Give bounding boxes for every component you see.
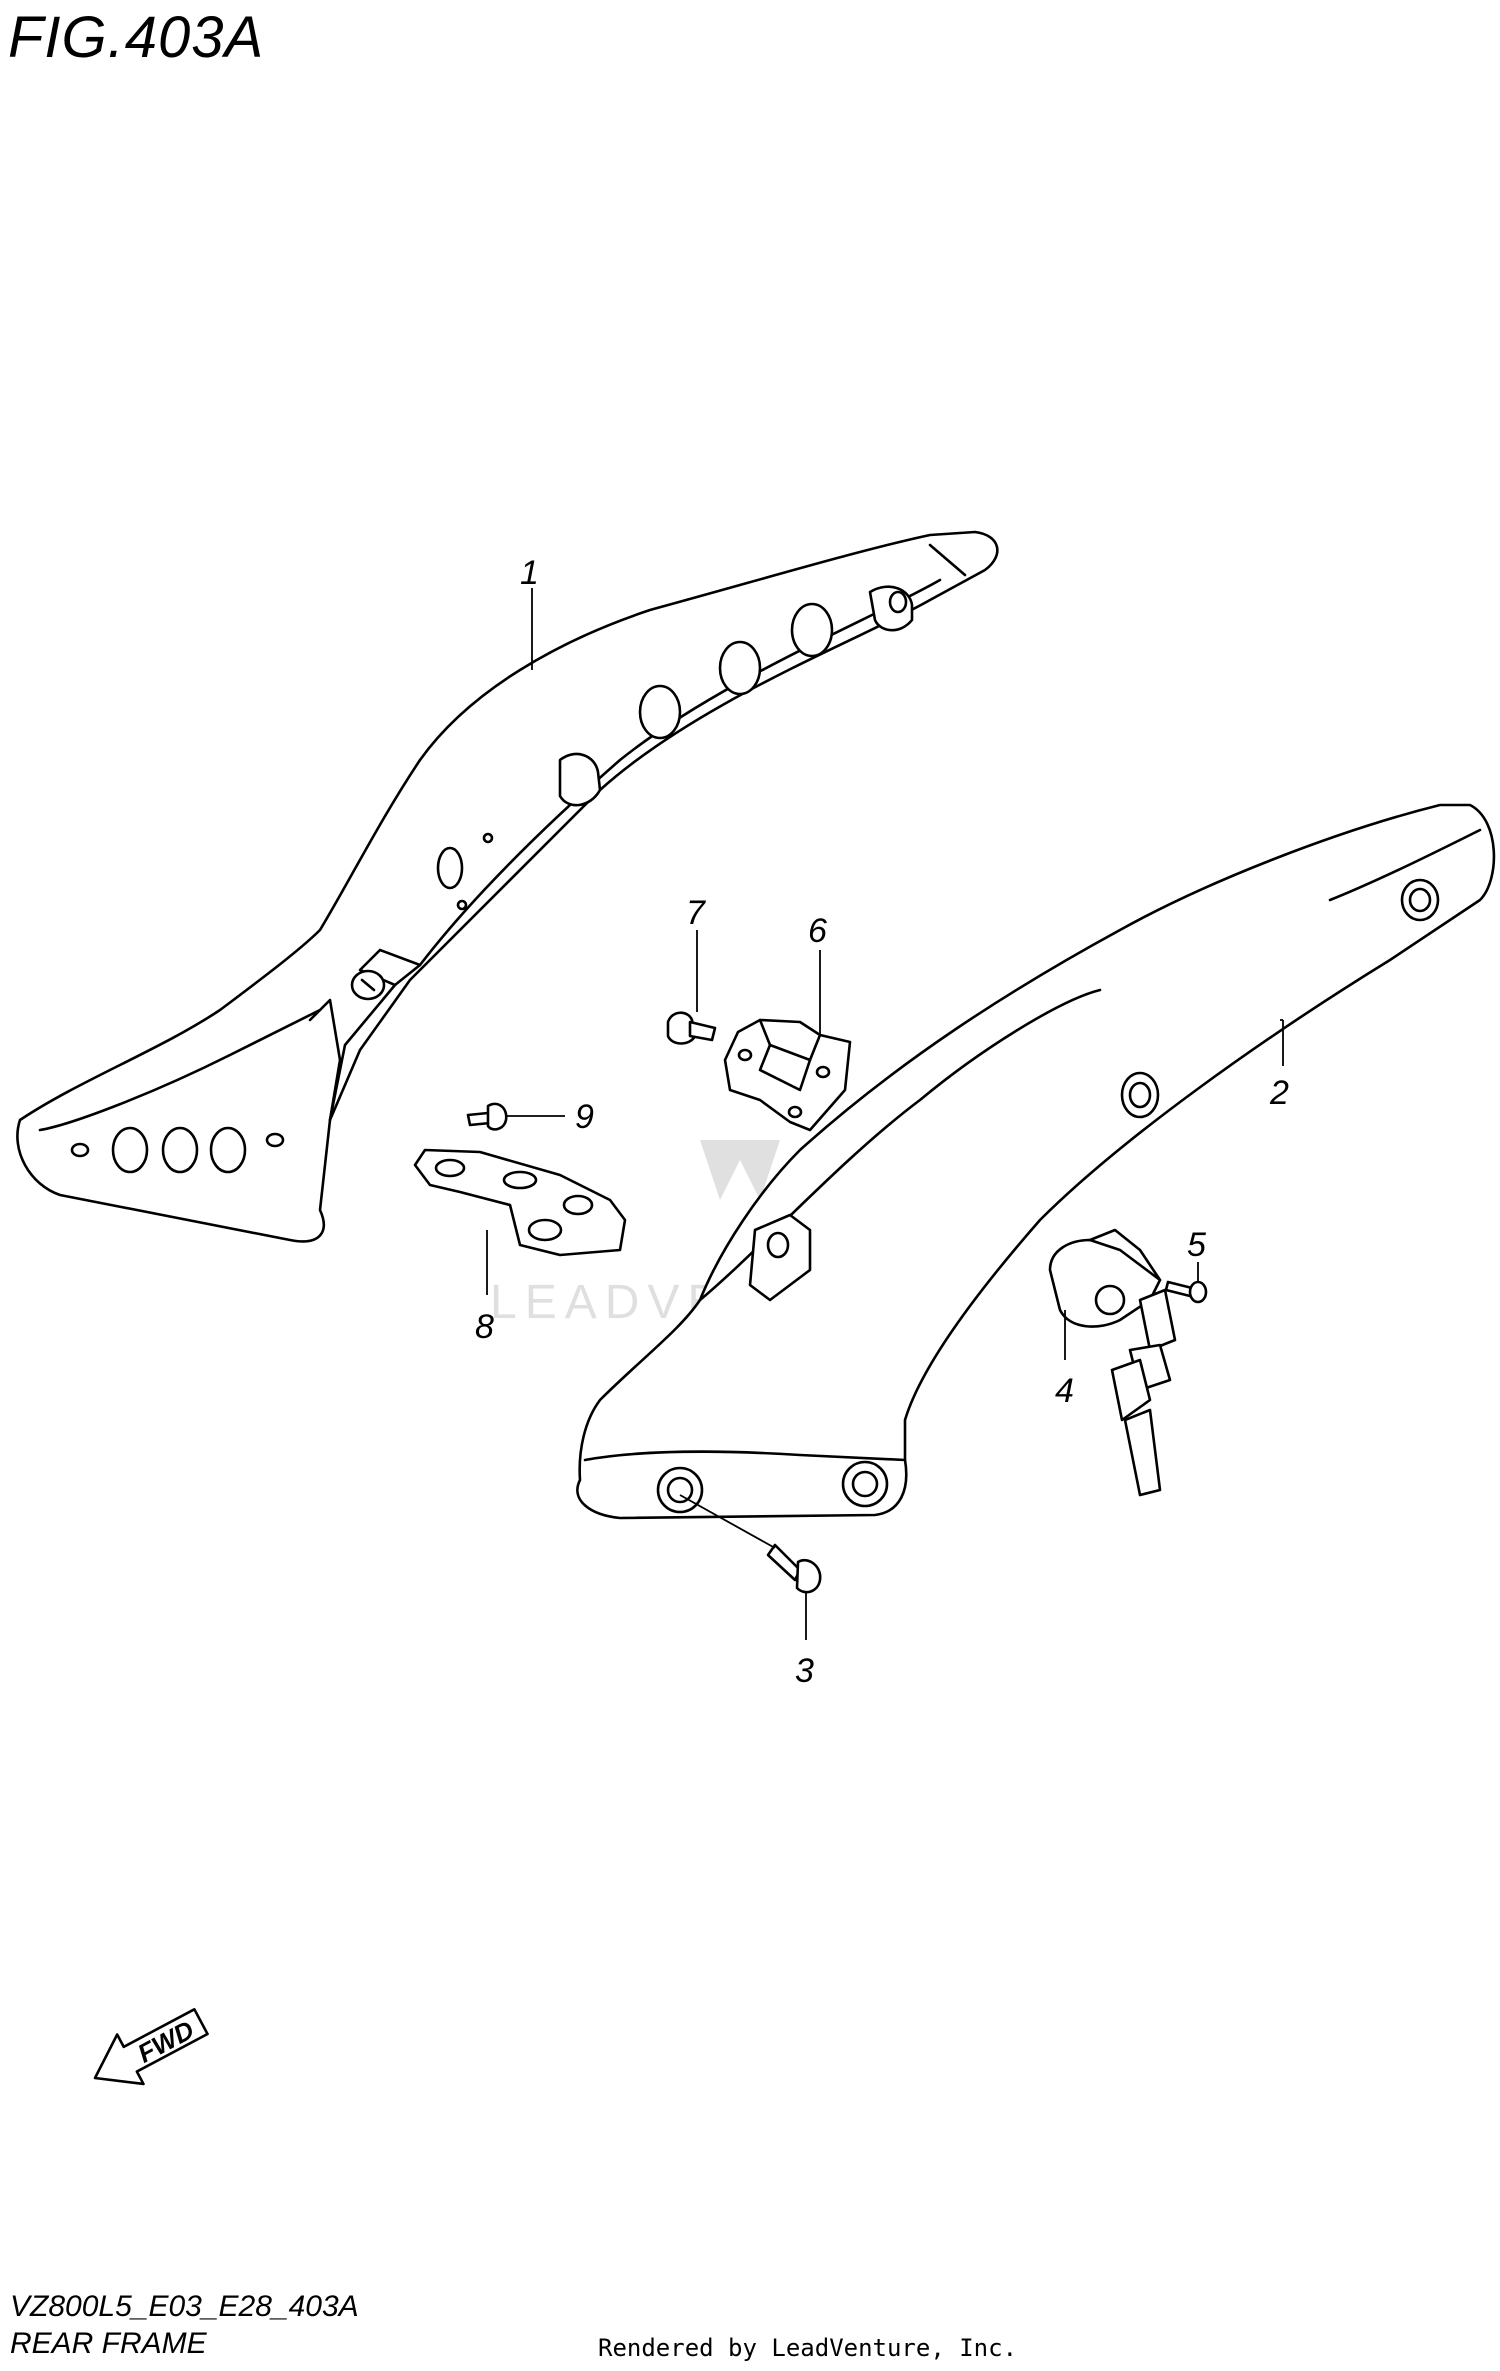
callout-5: 5 [1187,1226,1206,1264]
part-7-bolt [666,1011,717,1045]
callout-labels: 1 2 3 4 5 6 7 8 9 [475,554,1289,1690]
callout-2: 2 [1269,1074,1289,1112]
figure-code: VZ800L5_E03_E28_403A [10,2290,359,2323]
leader-lines [486,588,1284,1640]
callout-6: 6 [808,912,827,950]
figure-name: REAR FRAME [10,2327,207,2360]
part-1-left-rear-frame [16,530,999,1243]
callout-9: 9 [575,1098,594,1136]
part-2-right-rear-frame [576,803,1496,1520]
part-6-bracket [723,1018,852,1132]
rendered-by: Rendered by LeadVenture, Inc. [598,2334,1018,2362]
part-4-lock [1048,1228,1177,1497]
callout-3: 3 [795,1652,814,1690]
figure-title: FIG.403A [8,5,265,70]
part-9-screw [466,1102,508,1131]
part-8-plate [413,1148,627,1257]
part-3-bolt [766,1543,822,1594]
watermark-logo [700,1140,780,1200]
callout-1: 1 [520,554,539,592]
fwd-arrow: FWD [93,2008,209,2086]
callout-7: 7 [686,894,706,932]
callout-4: 4 [1055,1372,1074,1410]
callout-8: 8 [475,1308,494,1346]
part-5-screw [1164,1280,1208,1304]
